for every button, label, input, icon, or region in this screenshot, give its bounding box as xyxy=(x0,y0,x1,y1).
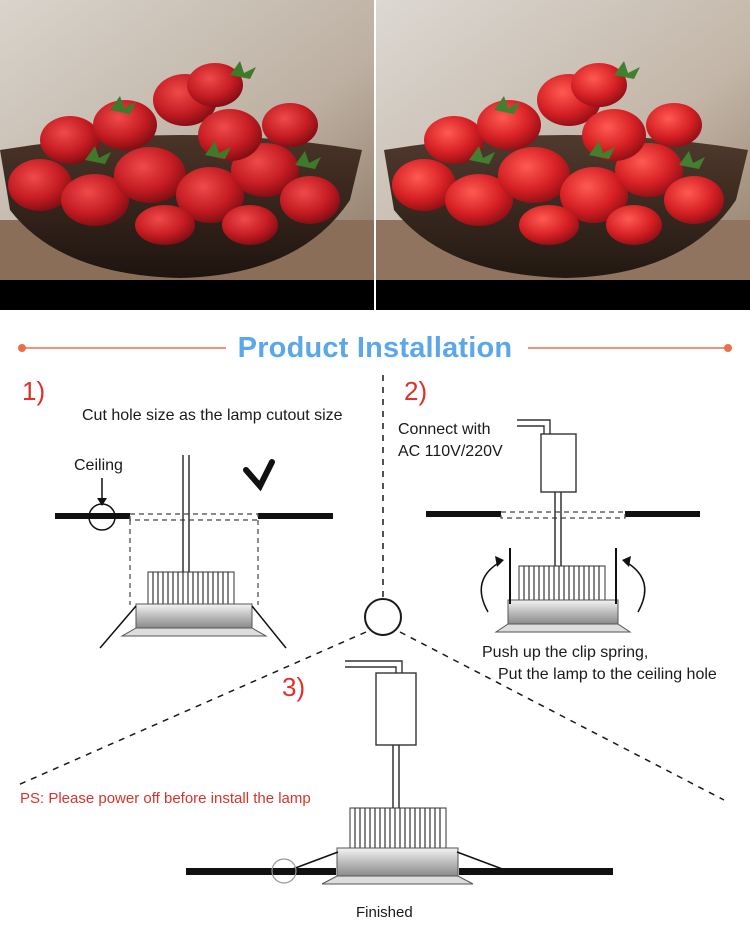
rotate-right-icon xyxy=(625,561,646,613)
finished-marker-circle xyxy=(271,858,297,884)
step3-caption: Finished xyxy=(356,904,413,921)
step3-drawing xyxy=(186,660,613,885)
header-rule xyxy=(18,344,732,352)
step1-number: 1) xyxy=(22,376,46,406)
step3-number: 3) xyxy=(282,672,306,702)
warning-note: PS: Please power off before install the … xyxy=(20,790,311,807)
step2-caption-line1: Connect with xyxy=(398,421,491,438)
photo-strawberries-right xyxy=(376,0,750,310)
step1-drawing xyxy=(55,455,333,649)
step1-caption: Cut hole size as the lamp cutout size xyxy=(82,407,343,424)
page-title: Product Installation xyxy=(237,332,513,364)
step2-caption-line2: AC 110V/220V xyxy=(398,443,503,460)
section-dividers xyxy=(17,375,725,801)
step2-drawing xyxy=(426,419,700,633)
installation-diagram xyxy=(17,344,732,885)
cut-arrow-icon xyxy=(243,459,275,492)
step2-note-line2: Put the lamp to the ceiling hole xyxy=(498,666,717,683)
rotate-left-icon xyxy=(480,561,501,613)
ceiling-label: Ceiling xyxy=(74,457,123,474)
step2-note-line1: Push up the clip spring, xyxy=(482,644,649,661)
center-circle xyxy=(364,598,402,636)
step2-number: 2) xyxy=(404,376,428,406)
photo-strawberries-left xyxy=(0,0,374,310)
